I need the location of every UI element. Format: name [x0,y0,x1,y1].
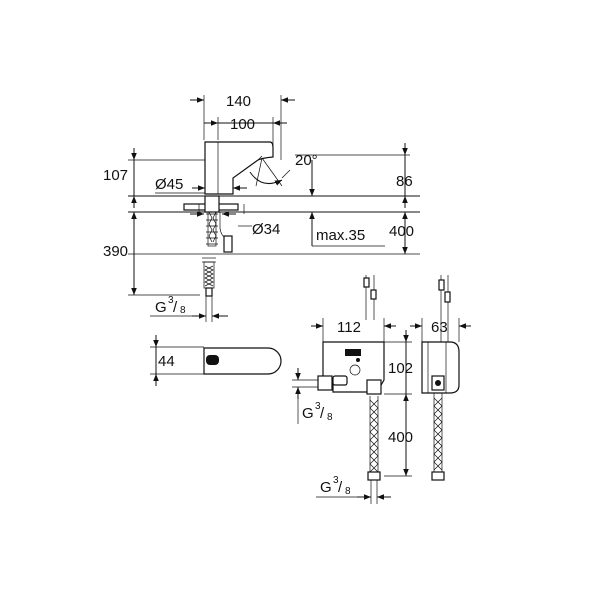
dim-label-400-box: 400 [388,429,413,446]
sensor-cable-plug [223,235,233,253]
svg-text:3: 3 [168,295,174,306]
status-led-icon [356,358,360,362]
svg-text:8: 8 [345,486,351,497]
svg-text:3: 3 [315,401,321,412]
svg-text:/: / [320,405,325,422]
dim-label-400-right: 400 [389,223,414,240]
dim-label-390: 390 [103,243,128,260]
svg-text:3: 3 [333,475,339,486]
dim-label-d34: Ø34 [252,221,280,238]
dim-label-44: 44 [158,353,175,370]
control-box-side [421,341,460,394]
dim-label-86: 86 [396,173,413,190]
dim-label-d45: Ø45 [155,176,183,193]
inlet-fitting [366,379,382,395]
dim-label-max35: max.35 [316,227,365,244]
control-box-front-view: 112 G 3 / 8 G 3 / 8 [292,275,413,504]
dim-label-107: 107 [103,167,128,184]
control-box-side-view: 63 [410,275,471,481]
dim-label-63: 63 [431,319,448,336]
dim-label-102: 102 [388,360,413,377]
control-box-logo [345,349,361,356]
base-top-view: 44 [150,335,282,386]
svg-text:/: / [338,479,343,496]
faucet-side-view: 140 100 20° 107 Ø45 [103,93,420,322]
svg-text:8: 8 [327,412,333,423]
svg-text:8: 8 [180,305,186,316]
dim-label-112: 112 [337,319,361,336]
dim-label-100: 100 [230,116,255,133]
svg-text:/: / [173,299,178,316]
faucet-body [204,141,274,195]
thread-label-outlet: G [302,405,314,422]
dim-label-140: 140 [226,93,251,110]
dim-label-angle: 20° [295,152,318,169]
sensor-window [206,355,219,365]
thread-label-bottom: G [320,479,332,496]
base-outline [203,347,282,375]
thread-label-left: G [155,299,167,316]
outlet-fitting [317,375,333,391]
